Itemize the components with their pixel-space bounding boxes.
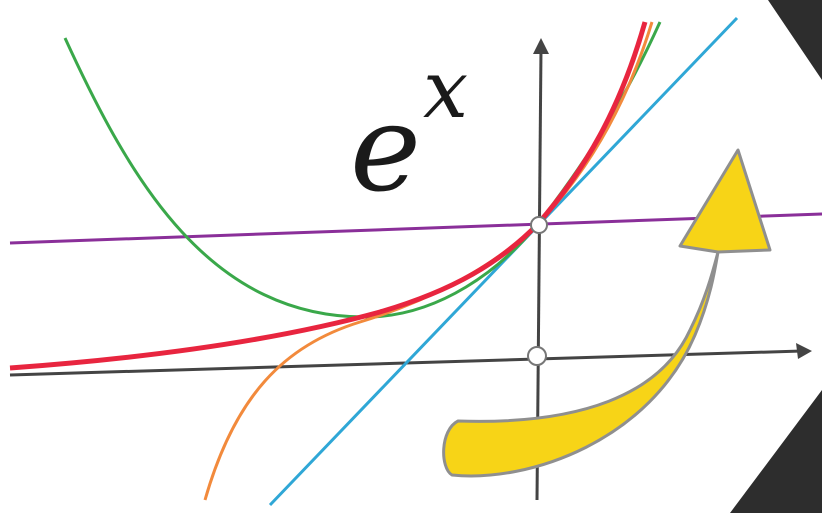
exp-intercept-marker [530,216,548,234]
title-exponent: x [423,43,468,136]
x-axis-arrowhead [796,343,812,359]
y-axis-arrowhead [533,38,549,54]
constant-approx-line [9,212,822,245]
exp-curve [9,21,648,371]
title-base: e [350,80,421,219]
curved-up-arrow-icon [442,148,772,478]
corner-shape-top-right [768,0,822,80]
origin-marker [527,346,547,366]
corner-shape-bottom-right [730,390,822,513]
